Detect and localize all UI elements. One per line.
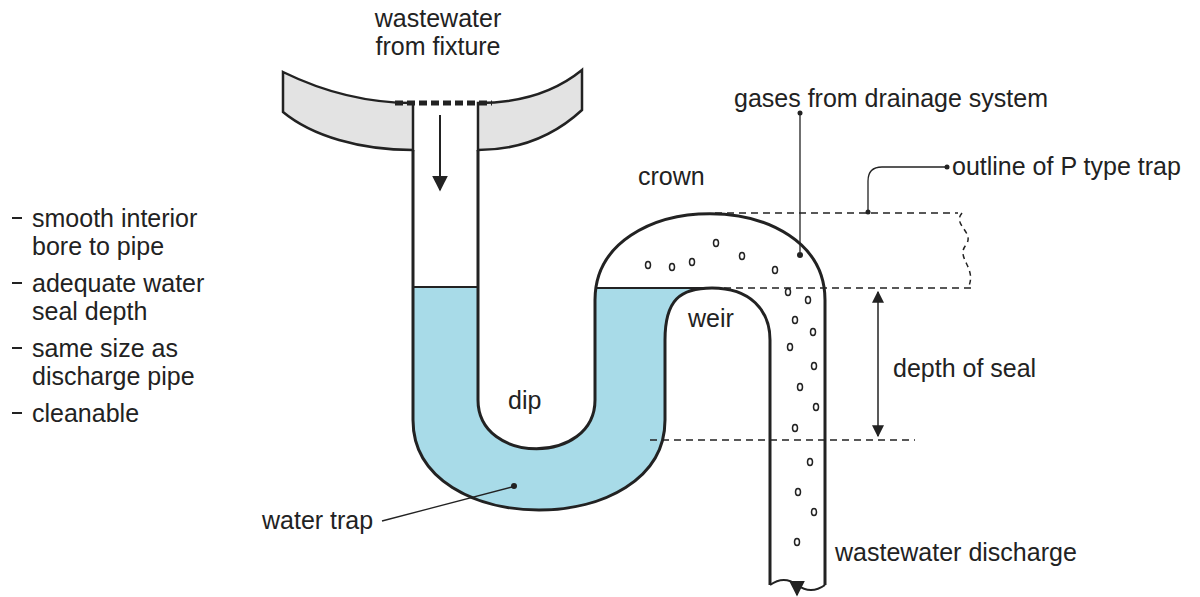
part-name: weir	[688, 304, 734, 332]
requirement-note: smooth interior bore to pipe	[32, 204, 232, 260]
part-name: crown	[638, 162, 705, 190]
list-dashes	[12, 218, 22, 413]
dimension-label: depth of seal	[893, 354, 1036, 382]
dimension-arrow	[877, 292, 879, 436]
callout-label: gases from drainage system	[734, 84, 1048, 112]
water-level	[413, 286, 478, 288]
leader-lines	[382, 114, 946, 521]
part-name: water trap	[262, 506, 373, 534]
part-name: dip	[508, 386, 541, 414]
callout-label: outline of P type trap	[952, 152, 1181, 180]
requirement-note: adequate water seal depth	[32, 269, 232, 325]
flow-label: wastewater from fixture	[358, 4, 518, 60]
requirement-note: cleanable	[32, 399, 139, 427]
flow-label: wastewater discharge	[835, 538, 1077, 566]
pipe-inner-wall	[478, 150, 825, 585]
grate	[395, 101, 492, 106]
inflow-arrow	[439, 115, 441, 190]
basin-left	[283, 72, 413, 150]
p-trap-outline	[712, 213, 975, 288]
seal-bottom-line	[650, 439, 915, 441]
gas-bubbles	[646, 240, 819, 546]
requirement-note: same size as discharge pipe	[32, 334, 232, 390]
outflow-arrow	[796, 585, 798, 595]
basin-right	[478, 70, 582, 150]
leader-dots	[511, 111, 950, 490]
